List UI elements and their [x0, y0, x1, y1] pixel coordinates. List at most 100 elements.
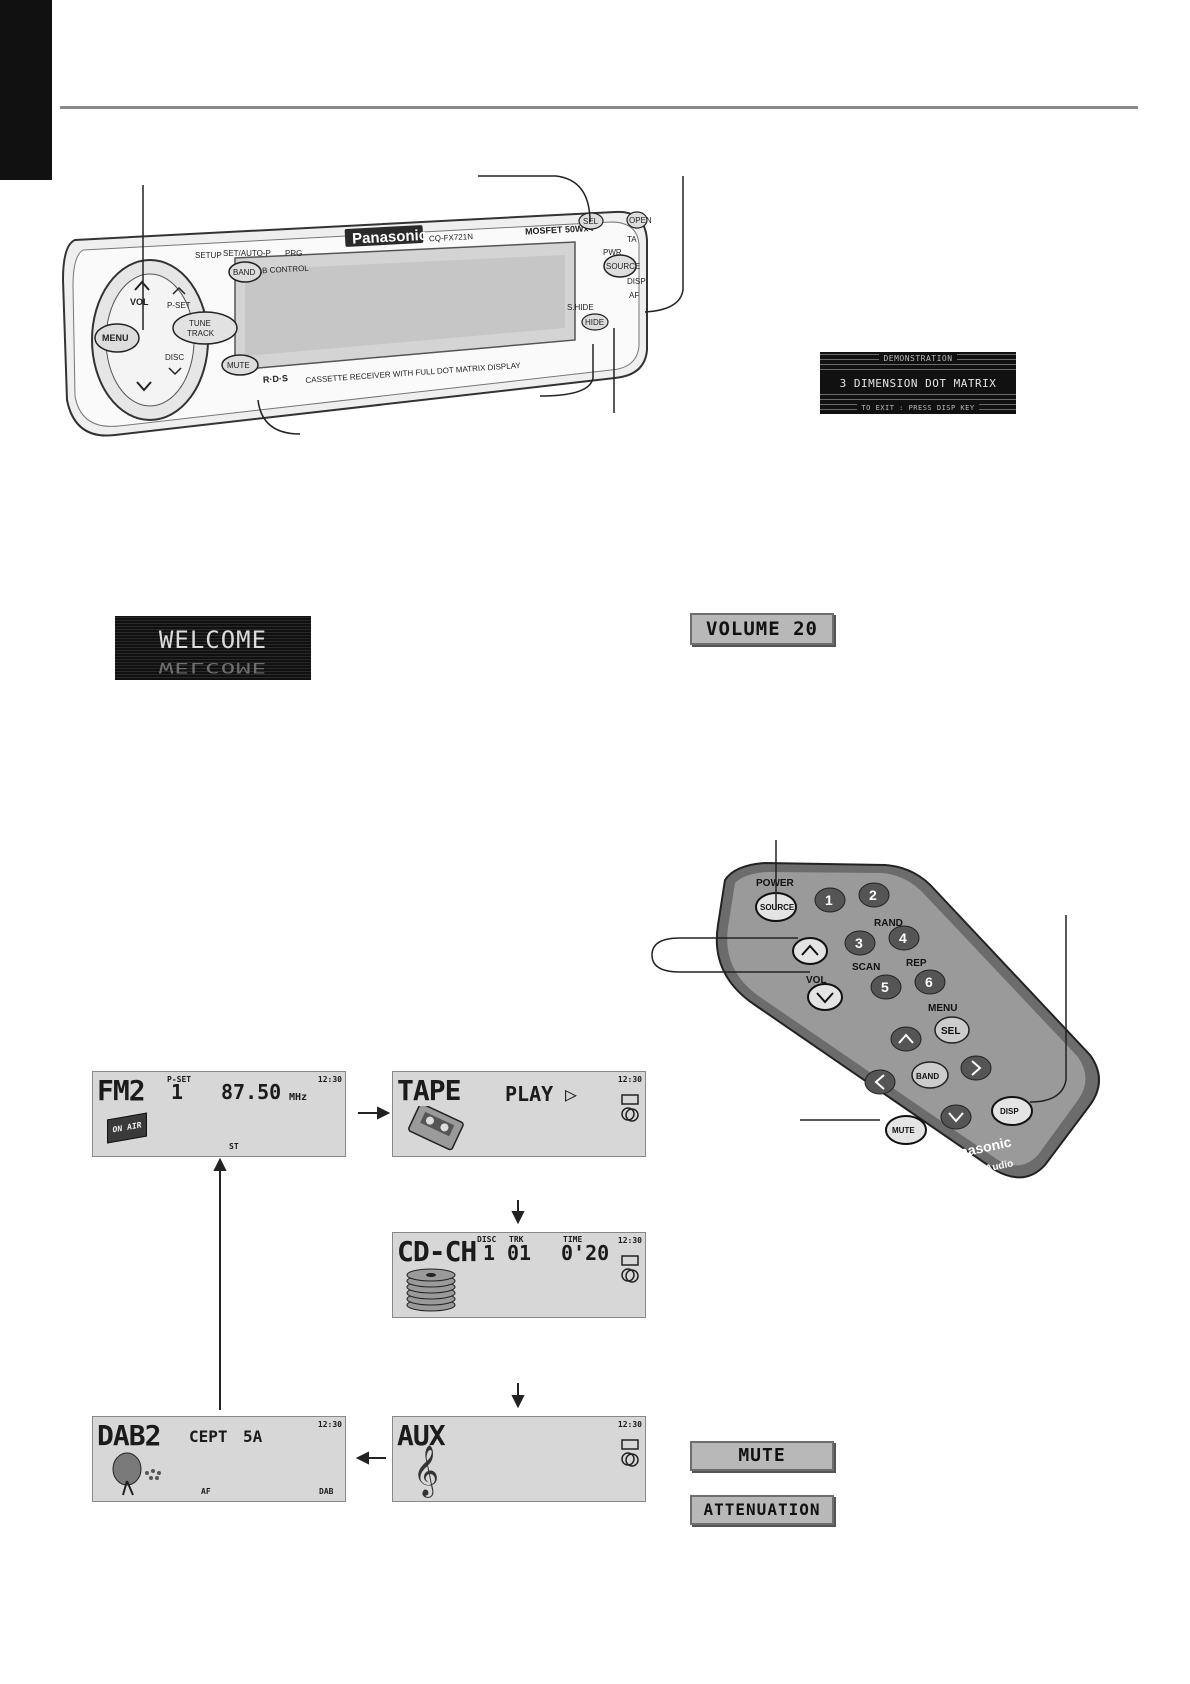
tape-clock: 12:30 — [617, 1075, 642, 1084]
fm-preset: 1 — [171, 1080, 184, 1104]
remote-vol-up-button[interactable] — [792, 937, 828, 965]
welcome-reflection: WELCOME — [158, 659, 268, 677]
lcd-aux-screen: AUX 12:30 𝄞 — [392, 1416, 646, 1502]
cdch-disc: 1 — [483, 1241, 496, 1265]
welcome-display: WELCOME WELCOME — [115, 616, 311, 680]
treble-clef-icon: 𝄞 — [413, 1445, 440, 1496]
dab-antenna-icon — [112, 1452, 161, 1496]
cdch-time-label: TIME — [563, 1235, 583, 1244]
remote-scan-label: SCAN — [852, 962, 880, 973]
unit-source-label: SOURCE — [606, 262, 640, 271]
unit-sel-label: SEL — [583, 217, 599, 226]
remote-rep-label: REP — [906, 958, 927, 969]
dab-channel: 5A — [243, 1427, 263, 1446]
cdch-mode: CD-CH — [397, 1235, 477, 1268]
remote-control-illustration: SOURCE POWER 1 2 RAND 3 4 SCAN REP 5 6 V… — [650, 835, 1110, 1195]
fm-frequency: 87.50 — [221, 1080, 282, 1104]
unit-rds-logo: R·D·S — [263, 373, 289, 385]
remote-key-2[interactable]: 2 — [858, 882, 890, 908]
right-arrow-icon — [971, 1060, 982, 1076]
fm-pset-label: P-SET — [167, 1075, 192, 1084]
svg-text:2: 2 — [869, 887, 877, 903]
unit-brand: Panasonic — [352, 227, 428, 248]
up-arrow-icon — [898, 1033, 914, 1044]
cassette-icon — [408, 1106, 464, 1151]
svg-text:6: 6 — [925, 974, 933, 990]
svg-text:3: 3 — [855, 935, 863, 951]
remote-band-button[interactable]: BAND — [911, 1061, 949, 1089]
remote-key-5[interactable]: 5 — [870, 974, 902, 1000]
remote-source-label: SOURCE — [760, 903, 795, 912]
unit-tune-track-button[interactable]: TUNE TRACK — [172, 311, 238, 345]
down-arrow-icon — [948, 1112, 964, 1123]
fm-unit: MHz — [289, 1092, 308, 1103]
unit-vol-label: VOL — [130, 297, 149, 307]
unit-open-button[interactable]: OPEN — [626, 211, 652, 229]
remote-key-6[interactable]: 6 — [914, 969, 946, 995]
fm-stereo-indicator: ST — [229, 1142, 239, 1151]
lcd-dab-screen: DAB2 CEPT 5A 12:30 AF DAB — [92, 1416, 346, 1502]
remote-sel-button[interactable]: SEL — [934, 1016, 970, 1044]
dab-indicator: DAB — [319, 1487, 334, 1496]
remote-mute-label: MUTE — [892, 1126, 915, 1135]
tape-status: PLAY — [505, 1082, 554, 1106]
unit-hide-button[interactable]: HIDE — [581, 313, 609, 331]
unit-mute-button[interactable]: MUTE — [221, 354, 259, 376]
remote-sel-label: SEL — [941, 1026, 960, 1037]
volume-display: VOLUME 20 — [690, 613, 834, 645]
welcome-text: WELCOME — [158, 626, 268, 654]
demo-display: DEMONSTRATION 3 DIMENSION DOT MATRIX TO … — [820, 352, 1016, 414]
mode-cycle-arrows — [213, 1106, 525, 1465]
svg-text:4: 4 — [899, 930, 907, 946]
unit-sel-button[interactable]: SEL — [578, 212, 604, 230]
svg-text:1: 1 — [825, 892, 833, 908]
vol-down-icon — [816, 992, 834, 1004]
unit-mute-label: MUTE — [227, 361, 250, 370]
remote-key-3[interactable]: 3 — [844, 930, 876, 956]
remote-vol-down-button[interactable] — [807, 983, 843, 1011]
tape-mode: TAPE — [397, 1074, 461, 1107]
remote-callouts — [651, 840, 1067, 1121]
unit-dab-control: DAB CONTROL — [251, 264, 310, 276]
remote-disp-button[interactable]: DISP — [991, 1096, 1033, 1126]
unit-power-badge: MOSFET 50Wx4 — [525, 223, 594, 237]
vol-up-icon — [801, 944, 819, 956]
unit-menu-button[interactable]: MENU — [94, 323, 140, 353]
demo-line2: 3 DIMENSION DOT MATRIX — [820, 374, 1016, 394]
remote-key-4[interactable]: 4 — [888, 925, 920, 951]
remote-up-button[interactable] — [890, 1026, 922, 1052]
remote-left-button[interactable] — [864, 1069, 896, 1095]
attenuation-status-display: ATTENUATION — [690, 1495, 834, 1525]
lcd-fm-screen: FM2 P-SET 1 87.50 MHz 12:30 ON AIR ST — [92, 1071, 346, 1157]
aux-clock: 12:30 — [617, 1420, 642, 1429]
cdch-time: 0'20 — [561, 1241, 610, 1265]
unit-hide-label: HIDE — [585, 318, 604, 327]
head-unit-illustration: Panasonic CQ-FX721N MOSFET 50Wx4 DAB CON… — [55, 200, 655, 450]
remote-down-button[interactable] — [940, 1104, 972, 1130]
remote-right-button[interactable] — [960, 1055, 992, 1081]
unit-menu-label: MENU — [102, 333, 129, 343]
demo-line1: DEMONSTRATION — [879, 354, 957, 363]
unit-source-button[interactable]: SOURCE — [603, 254, 640, 278]
aux-indicator-icons — [621, 1439, 639, 1467]
cdch-disc-label: DISC — [477, 1235, 497, 1244]
remote-mute-button[interactable]: MUTE — [885, 1115, 927, 1145]
welcome-bg — [115, 616, 311, 680]
lcd-cdch-screen: CD-CH DISC 1 TRK 01 TIME 0'20 12:30 — [392, 1232, 646, 1318]
remote-disp-label: DISP — [1000, 1107, 1019, 1116]
remote-menu-label: MENU — [928, 1003, 957, 1014]
corner-tab — [0, 0, 52, 180]
remote-key-1[interactable]: 1 — [814, 887, 846, 913]
remote-vol-label: VOL — [806, 975, 827, 986]
top-rule — [60, 106, 1138, 109]
unit-open-label: OPEN — [629, 216, 652, 225]
svg-text:5: 5 — [881, 979, 889, 995]
unit-band-button[interactable]: BAND — [228, 261, 262, 283]
dab-service: CEPT — [189, 1427, 228, 1446]
unit-disp-label: DISP — [627, 277, 646, 286]
dab-af-indicator: AF — [201, 1487, 211, 1496]
unit-tune-label: TUNE — [189, 319, 211, 328]
mute-status-display: MUTE — [690, 1441, 834, 1471]
unit-ta-label: TA — [627, 235, 637, 244]
cd-stack-icon — [406, 1268, 456, 1312]
